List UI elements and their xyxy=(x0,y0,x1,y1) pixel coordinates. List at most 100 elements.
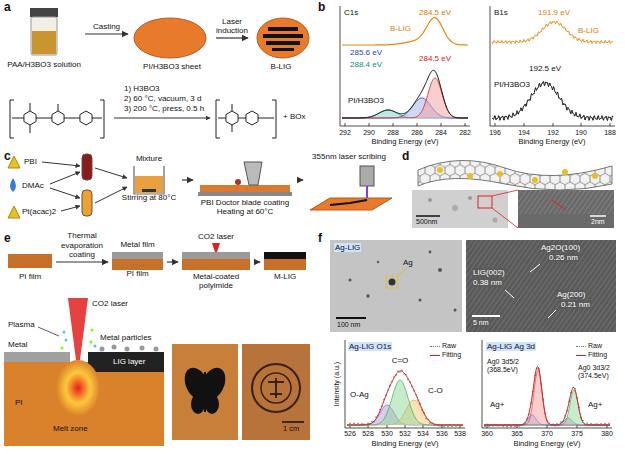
node-text: Mixture xyxy=(118,154,180,163)
legend-text: Raw xyxy=(588,342,602,349)
laser-scriber xyxy=(330,200,367,205)
mixing-arrows xyxy=(61,206,80,211)
mixing-arrows xyxy=(50,188,80,198)
peak-label: Ag0 3d5/2 (368.5eV) xyxy=(487,358,533,374)
sample-photos xyxy=(205,394,219,414)
part-label: Melt zone xyxy=(52,424,89,433)
chemical-structure xyxy=(114,118,210,119)
raw-data-point xyxy=(586,422,588,424)
laser-process-cross-section xyxy=(56,360,100,416)
laser-process-cross-section xyxy=(125,347,130,352)
film-stack xyxy=(264,259,306,270)
legend-text: Fitting xyxy=(588,351,607,358)
peak-label: 191.9 eV xyxy=(538,8,570,17)
raw-data-point xyxy=(518,425,520,427)
panel-letter: a xyxy=(4,1,11,15)
plot-title: Ag-LIG O1s xyxy=(348,342,392,351)
reagent-icons xyxy=(8,206,20,218)
mixing-arrows xyxy=(95,168,127,178)
vial-illustration xyxy=(30,8,58,55)
blig-disk xyxy=(268,27,298,31)
axis-tick: 534 xyxy=(417,430,429,438)
tem-image xyxy=(412,190,614,228)
axis-tick: 375 xyxy=(571,430,583,438)
image-title: Ag-LIG xyxy=(334,243,361,252)
axis-title: Binding Energy (eV) xyxy=(518,138,585,147)
legend-line-sample xyxy=(576,355,586,356)
laser-process-cross-section xyxy=(38,327,59,336)
panel-letter: d xyxy=(402,150,409,164)
doctor-blade xyxy=(235,179,241,185)
raw-data-point xyxy=(506,426,508,428)
laser-process-cross-section xyxy=(61,347,64,350)
legend-text: Raw xyxy=(442,342,456,349)
axis-tick: 360 xyxy=(481,430,493,438)
raw-data-point xyxy=(600,423,602,425)
legend-line-sample xyxy=(576,346,586,347)
graphene-sheet xyxy=(418,160,612,190)
axis-tick: 290 xyxy=(363,129,375,137)
reagent-label: PBI xyxy=(24,157,37,166)
process-step: Metal-coated polyimide xyxy=(180,250,252,290)
raw-data-point xyxy=(447,426,449,428)
chemical-structure xyxy=(24,111,36,125)
axis-title: Binding Energy (eV) xyxy=(371,440,438,449)
legend-line-sample xyxy=(430,346,440,347)
raw-data-point xyxy=(604,423,606,425)
process-arrow xyxy=(85,33,128,34)
process-step: PAA/H3BO3 solution xyxy=(5,8,83,69)
laser-process-cross-section xyxy=(63,331,66,334)
beaker xyxy=(134,166,164,194)
graphene-sheet xyxy=(562,169,568,175)
legend-item: Raw xyxy=(576,342,602,350)
panel-letter: f xyxy=(318,232,322,246)
peak-label: C-O xyxy=(428,386,443,395)
film-stack xyxy=(182,252,250,259)
laser-process-cross-section xyxy=(112,345,117,350)
axis-tick: 528 xyxy=(362,430,374,438)
node-text: Stirring at 80°C xyxy=(118,193,180,202)
sample-photos xyxy=(242,344,310,440)
xps-axes xyxy=(340,6,615,428)
part-label: Ag xyxy=(402,258,414,267)
mixing-arrows xyxy=(50,172,80,184)
legend-text: Fitting xyxy=(442,351,461,358)
tem-image-ag xyxy=(438,268,442,272)
process-step: PI/H3BO3 sheet xyxy=(130,14,214,71)
spacing-label: 0.38 nm xyxy=(472,278,503,287)
laser-process-cross-section xyxy=(4,352,70,362)
test-tubes xyxy=(82,154,92,180)
axis-tick: 286 xyxy=(411,129,423,137)
tem-image-ag xyxy=(330,240,462,332)
film-stack xyxy=(112,259,163,270)
part-label: Metal xyxy=(8,340,28,349)
axis-tick: 380 xyxy=(601,430,613,438)
tem-image-ag xyxy=(398,269,406,276)
raw-data-point xyxy=(451,426,453,428)
film-stack xyxy=(8,243,306,270)
process-arrow xyxy=(167,261,178,262)
tem-image xyxy=(452,205,458,211)
edge-label: Laser induction xyxy=(207,17,257,35)
node-text: PBI Doctor blade coating Heating at 60°C xyxy=(195,198,295,216)
plot-title: C1s xyxy=(344,8,358,17)
sample-photos xyxy=(268,378,284,398)
laser-process-cross-section xyxy=(100,347,105,352)
doctor-blade xyxy=(200,185,290,192)
edge-label: Casting xyxy=(82,22,132,31)
sample-photos xyxy=(172,344,310,440)
raw-data-point xyxy=(488,425,490,427)
xps-axes xyxy=(482,340,612,428)
part-label: Plasma xyxy=(8,320,35,329)
laser-process-cross-section xyxy=(94,345,97,348)
xps-axes xyxy=(490,6,615,126)
laser-process-cross-section xyxy=(90,341,93,344)
axis-tick: 194 xyxy=(518,129,530,137)
tem-image-ag xyxy=(386,276,398,288)
raw-data-point xyxy=(492,425,494,427)
process-arrow xyxy=(254,261,260,262)
process-arrow xyxy=(216,37,248,38)
tem-image xyxy=(518,190,614,214)
sample-photos xyxy=(204,372,206,412)
part-label: CO2 laser xyxy=(92,299,128,308)
